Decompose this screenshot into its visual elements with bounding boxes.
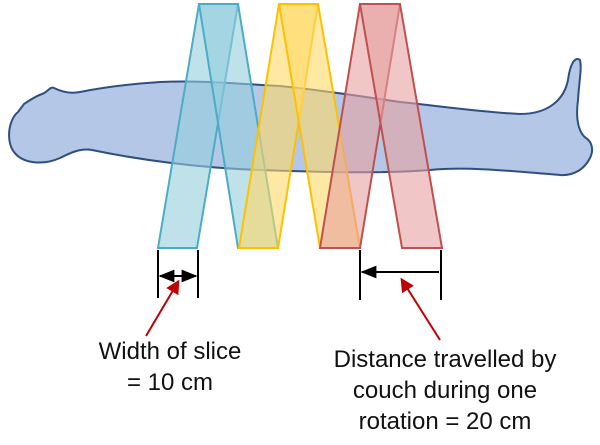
slice-width-dimension: [157, 250, 199, 298]
couch-distance-caption: Distance travelled by couch during one r…: [295, 344, 595, 437]
slice-band-red: [318, 3, 444, 249]
slice-width-pointer-arrow: [145, 279, 180, 337]
couch-distance-caption-line: Distance travelled by: [333, 346, 557, 373]
slice-width-caption: Width of slice = 10 cm: [40, 336, 300, 398]
couch-distance-dimension: [359, 250, 442, 300]
couch-distance-pointer-arrow: [400, 277, 441, 341]
couch-distance-caption-line: rotation = 20 cm: [358, 408, 532, 435]
slice-width-caption-line: Width of slice: [98, 338, 242, 365]
slice-width-caption-line: = 10 cm: [126, 369, 214, 396]
couch-distance-caption-line: couch during one: [352, 377, 538, 404]
